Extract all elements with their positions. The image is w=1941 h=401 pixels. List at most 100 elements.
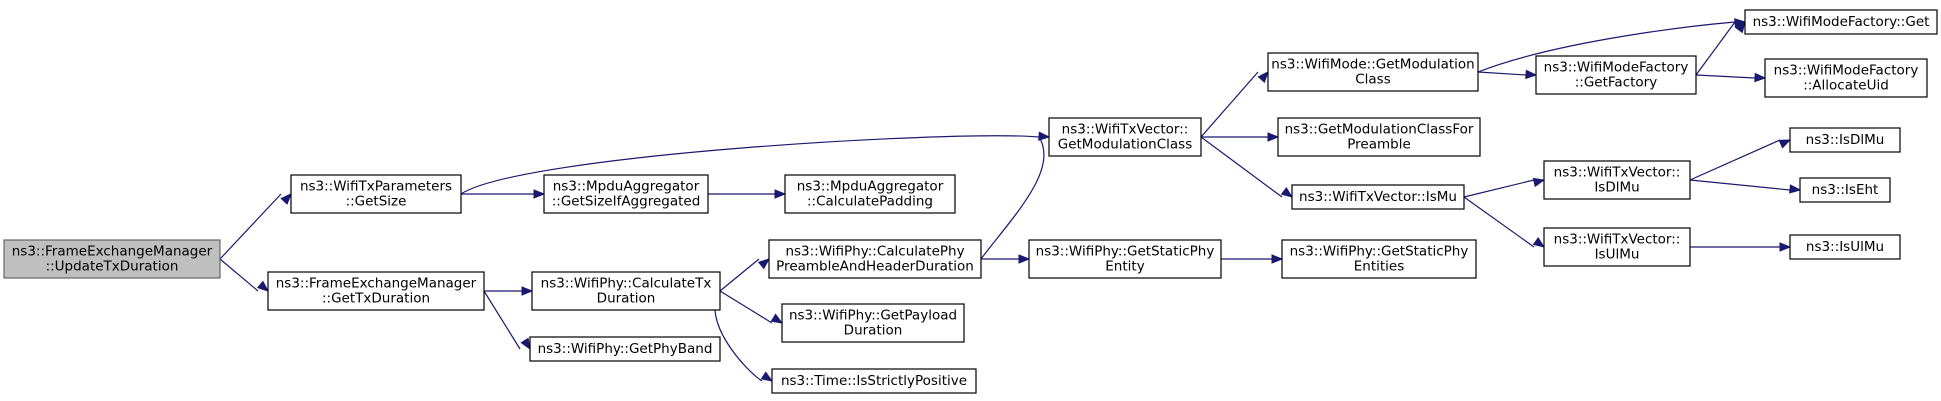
node-label: ns3::MpduAggregator: [553, 179, 700, 195]
edge-n2-to-n6: [484, 286, 534, 296]
function-node[interactable]: ns3::WifiMode::GetModulationClass: [1267, 52, 1479, 92]
node-label: ::CalculatePadding: [807, 194, 933, 210]
function-node[interactable]: ns3::WifiModeFactory::GetFactory: [1535, 55, 1697, 95]
edge-line: [460, 135, 1040, 195]
node-box: [529, 336, 721, 362]
node-label: ::AllocateUid: [1803, 78, 1889, 94]
node-box: [768, 239, 982, 279]
function-node[interactable]: ns3::FrameExchangeManager::GetTxDuration: [267, 271, 485, 311]
edge-n6-to-n10: [714, 290, 774, 382]
function-node[interactable]: ns3::IsUlMu: [1789, 234, 1901, 260]
node-label: ns3::WifiPhy::GetPhyBand: [538, 341, 713, 357]
node-label: Duration: [597, 291, 656, 307]
node-label: Duration: [844, 323, 903, 339]
edge-line: [1689, 139, 1781, 181]
node-label: ns3::WifiTxVector::IsMu: [1299, 189, 1457, 205]
node-label: ns3::GetModulationClassFor: [1285, 122, 1474, 138]
edge-n5-to-n15: [1200, 136, 1294, 198]
arrowhead-icon: [1779, 242, 1792, 252]
edge-n3-to-n4: [708, 189, 787, 199]
edge-line: [1463, 179, 1535, 198]
node-box: [1281, 239, 1477, 279]
edge-n17-to-n16: [1695, 20, 1746, 76]
node-box: [781, 303, 965, 343]
node-box: [267, 271, 485, 311]
function-node[interactable]: ns3::WifiTxVector::GetModulationClass: [1048, 117, 1202, 157]
node-label: Preamble: [1347, 137, 1411, 153]
edge-line: [219, 258, 259, 292]
function-node[interactable]: ns3::MpduAggregator::CalculatePadding: [784, 174, 956, 214]
arrowhead-icon: [520, 337, 531, 351]
node-box: [543, 174, 709, 214]
node-label: IsDlMu: [1594, 180, 1639, 196]
node-label: ns3::IsEht: [1812, 182, 1879, 198]
node-box: [1789, 234, 1901, 260]
function-node[interactable]: ns3::WifiModeFactory::Get: [1744, 9, 1938, 35]
edge-n0-to-n1: [219, 193, 292, 260]
edge-n11-to-n12: [1221, 254, 1284, 264]
edge-line: [719, 258, 760, 292]
node-label: Entities: [1354, 259, 1405, 275]
node-label: ::GetTxDuration: [322, 291, 430, 307]
edge-n8-to-n11: [981, 254, 1031, 264]
edge-n19-to-n22: [1689, 179, 1802, 194]
function-node[interactable]: ns3::WifiTxVector::IsUlMu: [1543, 227, 1691, 267]
arrowhead-icon: [760, 371, 774, 382]
function-node[interactable]: ns3::WifiTxVector::IsDlMu: [1543, 160, 1691, 200]
arrowhead-icon: [774, 189, 787, 199]
node-box: [1048, 117, 1202, 157]
node-label: ns3::WifiModeFactory: [1774, 63, 1919, 79]
edge-line: [1695, 21, 1736, 76]
arrowhead-icon: [770, 313, 784, 324]
node-label: ns3::WifiPhy::GetPayload: [789, 308, 957, 324]
function-node[interactable]: ns3::IsEht: [1799, 177, 1891, 203]
arrowhead-icon: [1789, 184, 1802, 194]
arrowhead-icon: [533, 189, 546, 199]
edge-n15-to-n20: [1463, 196, 1546, 248]
node-box: [3, 239, 221, 279]
node-label: ns3::FrameExchangeManager: [12, 244, 213, 260]
node-label: ns3::WifiPhy::GetStaticPhy: [1036, 244, 1215, 260]
node-label: ns3::WifiTxVector::: [1062, 122, 1189, 138]
edge-line: [1200, 136, 1283, 198]
arrowhead-icon: [521, 286, 534, 296]
edge-n17-to-n18: [1695, 72, 1767, 83]
edge-line: [1477, 21, 1736, 73]
edge-line: [1200, 71, 1259, 138]
function-node[interactable]: ns3::WifiPhy::CalculatePhyPreambleAndHea…: [768, 239, 982, 279]
function-node[interactable]: ns3::WifiTxVector::IsMu: [1291, 184, 1465, 210]
function-node[interactable]: ns3::Time::IsStrictlyPositive: [771, 368, 977, 394]
node-box: [771, 368, 977, 394]
function-node[interactable]: ns3::WifiPhy::GetPhyBand: [529, 336, 721, 362]
arrowhead-icon: [1754, 72, 1767, 83]
edge-n1-to-n5: [460, 131, 1051, 195]
node-label: ::UpdateTxDuration: [46, 259, 179, 275]
function-node[interactable]: ns3::WifiTxParameters::GetSize: [290, 174, 462, 214]
edge-n19-to-n21: [1689, 139, 1792, 181]
edge-n20-to-n23: [1690, 242, 1792, 252]
node-label: ns3::WifiPhy::CalculatePhy: [785, 244, 964, 260]
node-label: IsUlMu: [1595, 247, 1640, 263]
arrowhead-icon: [1734, 20, 1746, 34]
function-node[interactable]: ns3::WifiModeFactory::AllocateUid: [1764, 58, 1928, 98]
node-label: Class: [1355, 72, 1391, 88]
node-label: GetModulationClass: [1058, 137, 1193, 153]
arrowhead-icon: [1532, 177, 1546, 188]
node-label: ns3::WifiTxVector::: [1554, 232, 1681, 248]
arrowhead-icon: [256, 280, 270, 292]
function-node[interactable]: ns3::IsDlMu: [1789, 127, 1901, 153]
node-label: ns3::FrameExchangeManager: [276, 276, 477, 292]
edge-n0-to-n2: [219, 258, 270, 292]
function-node[interactable]: ns3::MpduAggregator::GetSizeIfAggregated: [543, 174, 709, 214]
node-box: [1535, 55, 1697, 95]
edge-n6-to-n9: [719, 290, 784, 324]
node-label: ns3::WifiTxVector::: [1554, 165, 1681, 181]
root-function-node[interactable]: ns3::FrameExchangeManager::UpdateTxDurat…: [3, 239, 221, 279]
arrowhead-icon: [1267, 132, 1280, 142]
